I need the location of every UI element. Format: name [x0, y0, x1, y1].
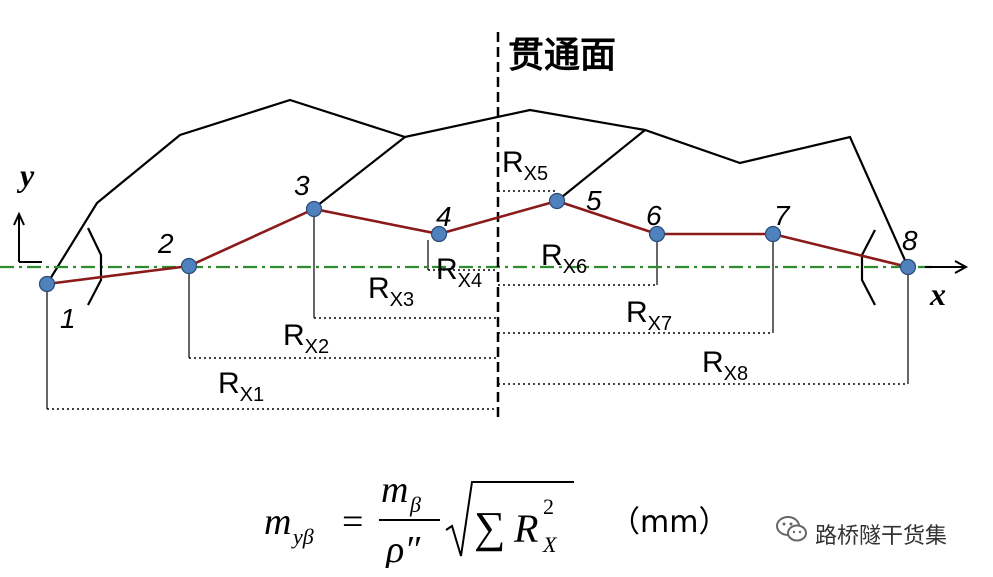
traverse-point-1 — [38, 275, 56, 293]
distance-labels: RX1 RX2 RX3 RX4 RX5 RX6 RX7 RX8 — [218, 146, 748, 406]
traverse-line — [46, 199, 909, 286]
x-axis-label: x — [929, 276, 946, 312]
distance-label-rx8: RX8 — [702, 346, 748, 385]
traverse-point-8 — [899, 258, 917, 276]
bracket-right — [860, 229, 876, 306]
point-label-8: 8 — [902, 225, 918, 256]
watermark-text: 路桥隧干货集 — [815, 524, 948, 549]
x-axis-arrow — [925, 260, 969, 274]
distance-label-rx5: RX5 — [502, 146, 548, 185]
traverse-point-3 — [305, 200, 323, 218]
network-branch-3 — [312, 136, 406, 210]
formula-denominator: ρ″ — [385, 529, 421, 568]
formula-equals: = — [342, 501, 363, 543]
traverse-points — [38, 192, 917, 293]
traverse-point-2 — [180, 257, 198, 275]
bracket-left — [87, 227, 103, 306]
formula-numerator-sub: β — [409, 492, 421, 517]
point-label-5: 5 — [586, 185, 602, 216]
distance-label-rx2: RX2 — [283, 319, 329, 358]
formula-r-sub: X — [542, 532, 558, 557]
point-label-6: 6 — [646, 200, 662, 231]
point-label-1: 1 — [60, 303, 76, 334]
formula-lhs: m — [264, 501, 291, 543]
penetration-plane-label: 贯通面 — [508, 34, 616, 75]
distance-lines — [47, 190, 908, 410]
control-network-lines — [46, 98, 910, 285]
error-formula: m yβ = m β ρ″ ∑ R 2 X （mm） — [262, 468, 732, 568]
point-label-7: 7 — [774, 200, 791, 231]
formula-svg: m yβ = m β ρ″ ∑ R 2 X （mm） — [264, 469, 728, 568]
distance-label-rx7: RX7 — [626, 296, 672, 335]
watermark: 路桥隧干货集 — [775, 514, 985, 554]
traverse-point-5 — [548, 192, 566, 210]
point-label-3: 3 — [294, 170, 310, 201]
traverse-point-7 — [764, 225, 782, 243]
formula-numerator: m — [381, 469, 408, 511]
point-label-2: 2 — [157, 228, 174, 259]
distance-label-rx3: RX3 — [368, 272, 414, 311]
y-axis-arrow — [13, 211, 42, 263]
y-axis-label: y — [16, 157, 35, 193]
sqrt-sign — [445, 481, 574, 557]
formula-lhs-sub: yβ — [291, 524, 314, 549]
formula-r-sup: 2 — [543, 494, 554, 519]
network-branch-5 — [556, 129, 646, 202]
wechat-icon — [775, 516, 809, 549]
distance-label-rx6: RX6 — [541, 239, 587, 278]
point-label-4: 4 — [436, 201, 452, 232]
point-labels: 1 2 3 4 5 6 7 8 — [60, 170, 918, 334]
distance-label-rx4: RX4 — [436, 253, 482, 292]
formula-r: R — [513, 506, 538, 551]
drop-lines — [46, 209, 909, 409]
formula-unit: （mm） — [610, 505, 728, 540]
traverse-point-4 — [430, 225, 448, 243]
distance-label-rx1: RX1 — [218, 367, 264, 406]
angle-brackets — [87, 227, 876, 306]
formula-sum: ∑ — [474, 503, 505, 552]
traverse-point-6 — [648, 225, 666, 243]
outer-network-line — [46, 98, 910, 285]
